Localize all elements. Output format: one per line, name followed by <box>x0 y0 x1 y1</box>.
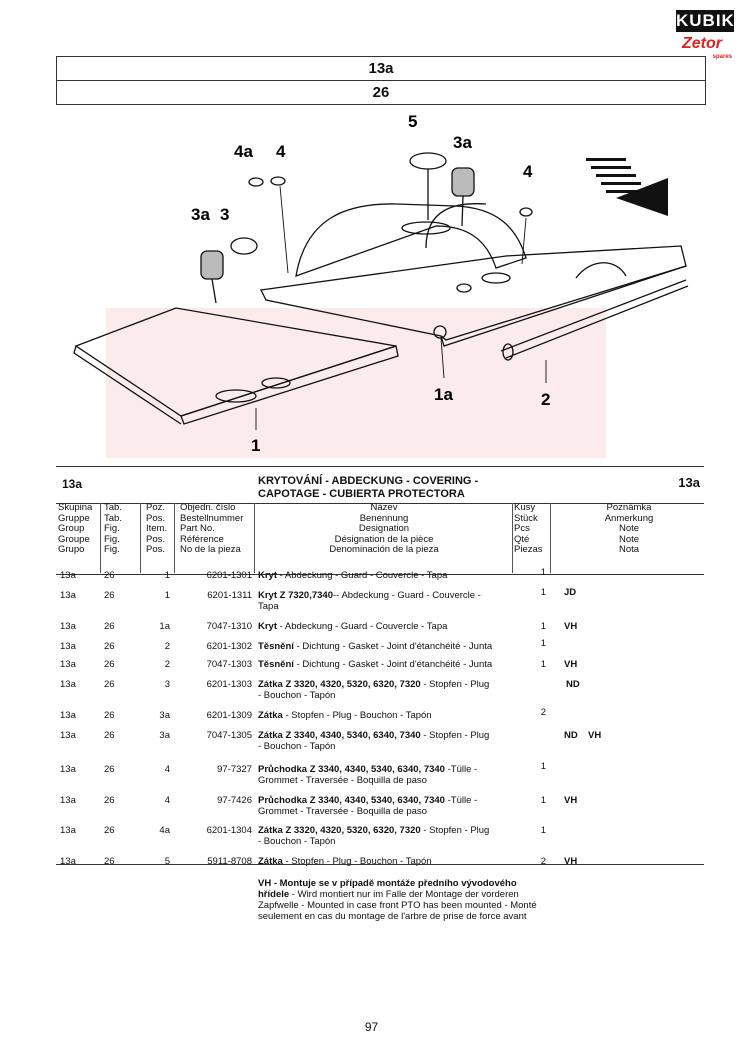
section-title-line2: CAPOTAGE - CUBIERTA PROTECTORA <box>258 488 465 500</box>
logo-sub-text: Zetor <box>682 35 722 52</box>
leader-lines <box>255 185 547 430</box>
logo-sub: Zetor spares <box>682 34 736 60</box>
callout-3: 3 <box>220 205 229 224</box>
section-title-line1: KRYTOVÁNÍ - ABDECKUNG - COVERING - <box>258 475 479 487</box>
callout-2: 2 <box>541 390 550 409</box>
exploded-diagram: 4a 4 5 3a 4 3a 3 1a 2 1 <box>73 112 689 458</box>
group-label-left: 13a <box>62 477 83 491</box>
watermark <box>106 308 606 458</box>
footnote-vh: VH - Montuje se v případě montáže přední… <box>258 878 548 922</box>
callout-1: 1 <box>251 436 260 455</box>
parts-table-header: 13a 13a KRYTOVÁNÍ - ABDECKUNG - COVERING… <box>56 466 704 575</box>
part-5-plug <box>409 152 447 220</box>
logo-brand: KUBIK <box>676 10 735 32</box>
header-separator <box>56 503 704 504</box>
col-tab: Tab.Tab.Fig.Fig.Fig. <box>104 502 122 556</box>
table-end-line <box>56 864 704 865</box>
logo-tag: spares <box>712 54 732 60</box>
table-header: 26 <box>56 80 706 105</box>
callout-5: 5 <box>408 112 417 131</box>
part-3-plug <box>230 237 258 255</box>
callout-1a: 1a <box>434 385 453 404</box>
footnote-text: - Wird montiert nur im Falle der Montage… <box>258 889 537 922</box>
callout-4-left: 4 <box>276 142 286 161</box>
callout-4-right: 4 <box>523 162 533 181</box>
kubik-zetor-logo: KUBIK Zetor spares <box>676 10 736 62</box>
callout-4a: 4a <box>234 142 253 161</box>
col-poz: Poz.Pos.Item.Pos.Pos. <box>146 502 168 556</box>
direction-arrow-icon <box>586 158 668 216</box>
callout-3a-left: 3a <box>191 205 210 224</box>
page-number: 97 <box>364 1020 379 1034</box>
callout-3a-right: 3a <box>453 133 472 152</box>
part-4-grommet <box>270 176 533 217</box>
part-2-gasket <box>500 279 689 361</box>
part-4a-plug <box>248 177 264 187</box>
part-3a-grommet-left <box>200 250 224 304</box>
group-label-right: 13a <box>678 475 700 490</box>
group-header: 13a <box>56 56 706 81</box>
part-1-plate <box>73 307 399 425</box>
part-1a-cover <box>260 203 687 347</box>
footnote-bold: VH - Montuje se v případě montáže přední… <box>258 878 517 900</box>
part-3a-grommet-right <box>451 167 475 227</box>
